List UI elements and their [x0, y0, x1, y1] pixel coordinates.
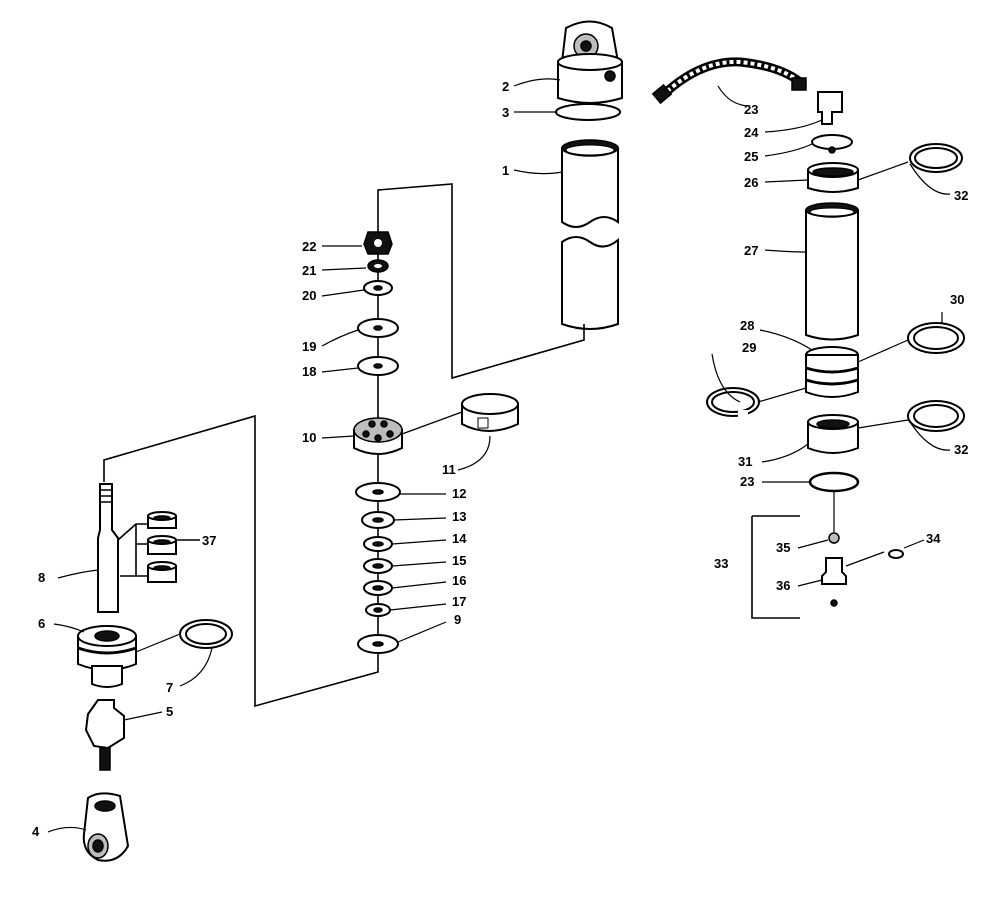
callout-21: 21 [302, 263, 316, 278]
hose-group [651, 57, 853, 154]
callout-12: 12 [452, 486, 466, 501]
callout-5: 5 [166, 704, 173, 719]
callout-35: 35 [776, 540, 790, 555]
callout-36: 36 [776, 578, 790, 593]
callout-17: 17 [452, 594, 466, 609]
callout-27: 27 [744, 243, 758, 258]
callout-16: 16 [452, 573, 466, 588]
callout-13: 13 [452, 509, 466, 524]
callout-28: 28 [740, 318, 754, 333]
callout-32-upper: 32 [954, 188, 968, 203]
callout-32-lower: 32 [954, 442, 968, 457]
callout-3: 3 [502, 105, 509, 120]
callout-34: 34 [926, 531, 941, 546]
shaft-group [77, 483, 233, 862]
callout-26: 26 [744, 175, 758, 190]
callout-1: 1 [502, 163, 509, 178]
callout-19: 19 [302, 339, 316, 354]
piston-stack-group [103, 183, 585, 708]
callout-24: 24 [744, 125, 759, 140]
reservoir-group [706, 143, 965, 619]
callout-30: 30 [950, 292, 964, 307]
callout-23-upper: 23 [744, 102, 758, 117]
callout-20: 20 [302, 288, 316, 303]
callout-25: 25 [744, 149, 758, 164]
callout-labels: 1 2 3 4 5 6 7 8 9 10 11 12 13 14 15 16 1… [32, 79, 968, 839]
callout-31: 31 [738, 454, 752, 469]
callout-22: 22 [302, 239, 316, 254]
callout-9: 9 [454, 612, 461, 627]
shock-body-group [555, 20, 623, 330]
callout-23-lower: 23 [740, 474, 754, 489]
callout-11: 11 [442, 462, 456, 477]
callout-33: 33 [714, 556, 728, 571]
callout-15: 15 [452, 553, 466, 568]
leader-lines [47, 78, 951, 833]
callout-18: 18 [302, 364, 316, 379]
callout-7: 7 [166, 680, 173, 695]
callout-10: 10 [302, 430, 316, 445]
callout-6: 6 [38, 616, 45, 631]
callout-14: 14 [452, 531, 467, 546]
callout-8: 8 [38, 570, 45, 585]
callout-4: 4 [32, 824, 40, 839]
callout-29: 29 [742, 340, 756, 355]
callout-2: 2 [502, 79, 509, 94]
callout-37: 37 [202, 533, 216, 548]
